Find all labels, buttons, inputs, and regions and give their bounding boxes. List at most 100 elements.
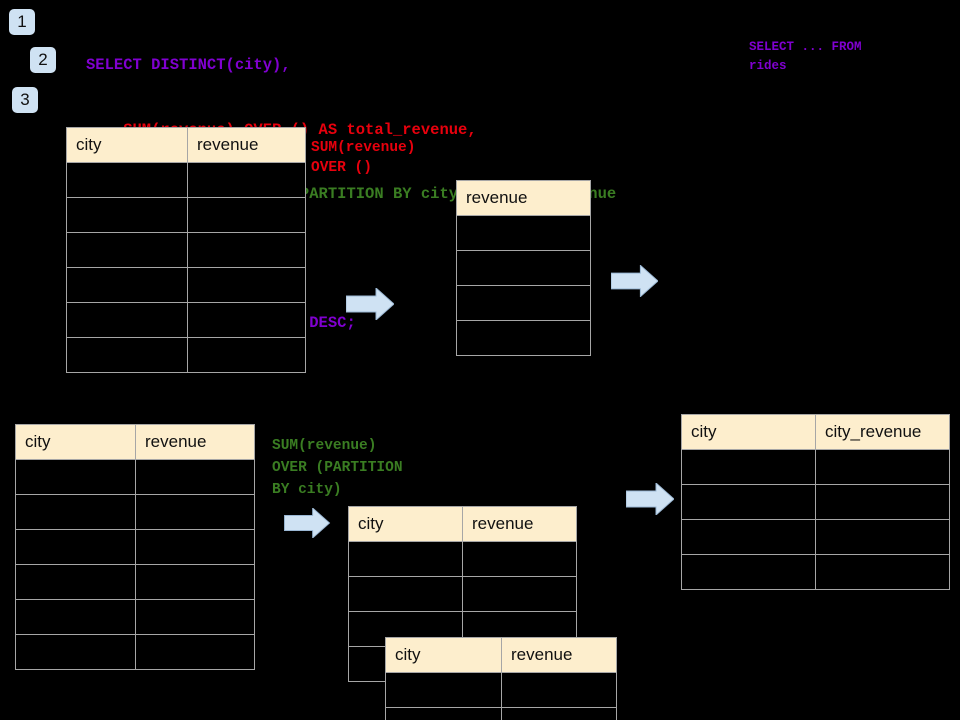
step-badge-3: 3 — [12, 87, 38, 113]
table-partition-group-a: city revenue — [348, 506, 577, 682]
annotation-city-revenue: SUM(revenue) OVER (PARTITION BY city) — [272, 438, 403, 498]
table-header-row: city city_revenue — [681, 414, 950, 450]
table-cell — [815, 449, 950, 485]
table-row — [681, 449, 950, 485]
table-cell — [66, 302, 188, 338]
table-header-row: city revenue — [66, 127, 306, 163]
table-cell — [66, 162, 188, 198]
table-cell — [456, 215, 591, 251]
table-row — [456, 250, 591, 286]
table-row — [348, 576, 577, 612]
column-header-revenue: revenue — [456, 180, 591, 216]
table-cell — [187, 162, 306, 198]
table-cell — [815, 519, 950, 555]
table-cell — [187, 302, 306, 338]
table-cell — [681, 554, 816, 590]
table-row — [66, 302, 306, 338]
table-header-row: revenue — [456, 180, 591, 216]
column-header-revenue: revenue — [135, 424, 255, 460]
column-header-revenue: revenue — [187, 127, 306, 163]
table-row — [385, 672, 617, 708]
table-cell — [501, 707, 617, 720]
column-header-revenue: revenue — [501, 637, 617, 673]
table-body — [385, 672, 617, 720]
table-total-revenue-result: revenue — [456, 180, 591, 356]
table-cell — [135, 564, 255, 600]
table-row — [66, 337, 306, 373]
sql-line-1: SELECT DISTINCT(city), — [86, 56, 291, 74]
table-cell — [135, 529, 255, 565]
table-cell — [681, 484, 816, 520]
table-cell — [385, 672, 502, 708]
table-cell — [66, 232, 188, 268]
step-badge-1: 1 — [9, 9, 35, 35]
table-row — [15, 564, 255, 600]
table-header-row: city revenue — [348, 506, 577, 542]
table-row — [456, 285, 591, 321]
table-row — [66, 162, 306, 198]
table-row — [15, 494, 255, 530]
table-row — [681, 484, 950, 520]
table-row — [66, 232, 306, 268]
table-source-rides: city revenue — [66, 127, 306, 373]
table-cell — [66, 267, 188, 303]
table-cell — [681, 519, 816, 555]
table-partition-group-b: city revenue — [385, 637, 617, 720]
table-header-row: city revenue — [15, 424, 255, 460]
table-cell — [187, 267, 306, 303]
table-cell — [385, 707, 502, 720]
table-header-row: city revenue — [385, 637, 617, 673]
table-row — [15, 459, 255, 495]
table-cell — [135, 634, 255, 670]
table-final-result: city city_revenue — [681, 414, 950, 590]
table-cell — [187, 337, 306, 373]
arrow-to-final-result-icon — [626, 483, 674, 515]
table-cell — [135, 599, 255, 635]
arrow-total-revenue-out-icon — [611, 265, 658, 297]
annotation-total-revenue: SUM(revenue) OVER () — [311, 140, 416, 176]
table-cell — [348, 541, 463, 577]
arrow-to-total-revenue-icon — [346, 288, 394, 320]
arrow-to-partition-groups-icon — [284, 508, 331, 538]
table-row — [66, 267, 306, 303]
table-cell — [15, 599, 136, 635]
table-row — [456, 215, 591, 251]
table-cell — [15, 634, 136, 670]
column-header-city: city — [348, 506, 463, 542]
table-row — [348, 541, 577, 577]
table-row — [681, 554, 950, 590]
table-cell — [462, 541, 577, 577]
table-partition-source: city revenue — [15, 424, 255, 670]
column-header-city-revenue: city_revenue — [815, 414, 950, 450]
table-row — [681, 519, 950, 555]
table-cell — [815, 554, 950, 590]
table-row — [15, 599, 255, 635]
table-cell — [681, 449, 816, 485]
column-header-city: city — [681, 414, 816, 450]
table-cell — [456, 285, 591, 321]
column-header-city: city — [15, 424, 136, 460]
table-cell — [187, 197, 306, 233]
table-body — [456, 215, 591, 356]
table-cell — [456, 320, 591, 356]
table-row — [15, 529, 255, 565]
table-cell — [15, 529, 136, 565]
table-row — [15, 634, 255, 670]
table-cell — [15, 494, 136, 530]
table-row — [456, 320, 591, 356]
table-body — [681, 449, 950, 590]
table-row — [385, 707, 617, 720]
table-cell — [815, 484, 950, 520]
table-cell — [66, 337, 188, 373]
table-cell — [15, 564, 136, 600]
annotation-source-query: SELECT ... FROM rides — [749, 40, 862, 73]
table-cell — [456, 250, 591, 286]
column-header-revenue: revenue — [462, 506, 577, 542]
column-header-city: city — [385, 637, 502, 673]
table-cell — [187, 232, 306, 268]
table-cell — [462, 576, 577, 612]
table-cell — [135, 494, 255, 530]
table-cell — [135, 459, 255, 495]
table-cell — [15, 459, 136, 495]
table-body — [66, 162, 306, 373]
